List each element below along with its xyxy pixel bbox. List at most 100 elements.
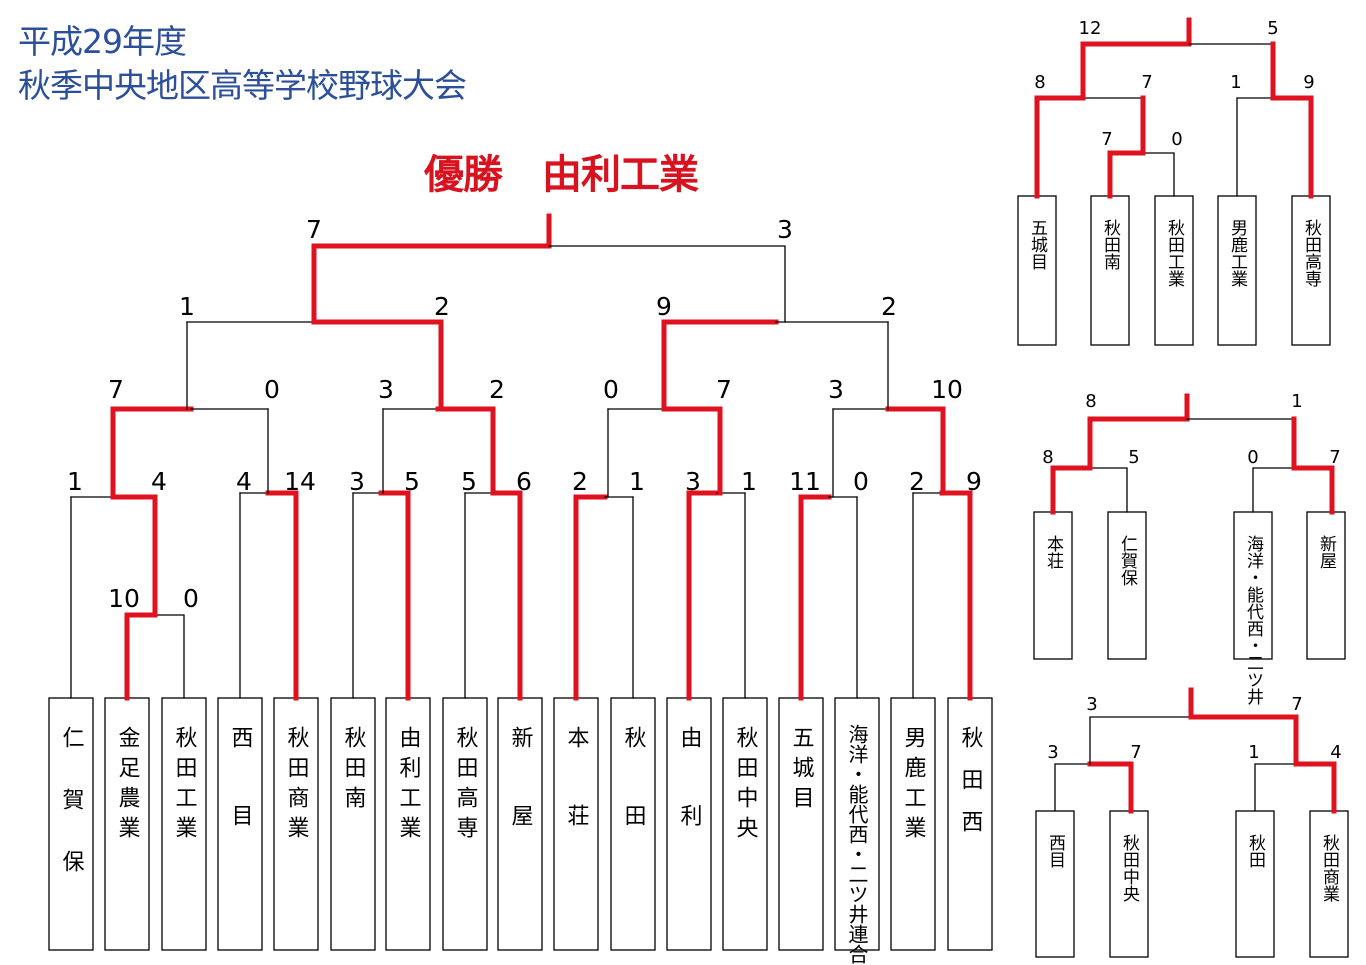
team-name: 五城目 — [1027, 219, 1048, 270]
score-label: 7 — [1329, 447, 1340, 468]
winner-line — [1188, 687, 1299, 767]
team-box — [610, 697, 656, 951]
team-name: 海洋・能代西・二ツ井 — [1243, 535, 1264, 705]
title-name: 秋季中央地区高等学校野球大会 — [18, 66, 467, 105]
team-name: 西目 — [228, 726, 253, 882]
bracket-line — [1186, 418, 1295, 469]
score-label: 4 — [1330, 742, 1341, 763]
bracket-line — [1082, 97, 1144, 154]
team-name: 由利 — [677, 726, 703, 882]
team-box — [1017, 195, 1057, 346]
team-box — [1306, 511, 1346, 660]
team-name: 秋田工業 — [1164, 219, 1185, 287]
team-box — [834, 697, 880, 951]
bracket-line — [1252, 467, 1295, 513]
score-label: 0 — [603, 375, 619, 404]
team-box — [385, 697, 431, 951]
team-box — [48, 697, 94, 951]
winner-line — [1107, 150, 1146, 199]
team-box — [1107, 511, 1147, 660]
score-label: 2 — [909, 467, 925, 496]
score-label: 9 — [656, 292, 672, 321]
score-label: 1 — [629, 467, 645, 496]
score-label: 5 — [404, 467, 420, 496]
team-box — [1109, 810, 1149, 958]
score-label: 4 — [236, 467, 252, 496]
team-name: 秋田工業 — [172, 726, 198, 846]
team-box — [442, 697, 488, 951]
team-name: 五城目 — [789, 726, 815, 816]
team-box — [722, 697, 768, 951]
team-box — [330, 697, 376, 951]
score-label: 9 — [966, 467, 982, 496]
winner-line — [1034, 95, 1086, 199]
score-label: 8 — [1085, 391, 1096, 412]
team-name: 秋田 — [621, 726, 647, 882]
score-label: 1 — [67, 467, 83, 496]
team-box — [890, 697, 936, 951]
score-label: 7 — [716, 375, 732, 404]
team-name: 秋田高専 — [1301, 219, 1322, 287]
score-label: 3 — [1047, 742, 1058, 763]
score-label: 2 — [572, 467, 588, 496]
score-label: 8 — [1042, 447, 1053, 468]
score-label: 7 — [1291, 694, 1302, 715]
score-label: 6 — [516, 467, 532, 496]
team-box — [947, 697, 993, 951]
score-label: 2 — [434, 292, 450, 321]
team-box — [1291, 195, 1331, 346]
score-label: 10 — [108, 584, 140, 613]
score-label: 8 — [1034, 72, 1045, 93]
team-name: 秋田南 — [1100, 219, 1121, 270]
team-box — [1309, 810, 1349, 958]
bracket-line — [1089, 716, 1192, 765]
winner-line — [124, 612, 158, 701]
champion-banner: 優勝由利工業 — [424, 142, 699, 200]
team-name: 秋田中央 — [733, 726, 759, 846]
score-label: 0 — [264, 375, 280, 404]
team-box — [666, 697, 712, 951]
winner-line — [1050, 465, 1093, 515]
team-name: 西目 — [1045, 834, 1065, 868]
team-box — [1235, 810, 1275, 958]
score-label: 1 — [741, 467, 757, 496]
team-name: 秋田南 — [341, 726, 367, 816]
team-box — [1035, 810, 1075, 958]
score-label: 3 — [349, 467, 365, 496]
bracket-line — [1142, 152, 1175, 197]
bracket-line — [548, 245, 786, 323]
score-label: 5 — [1267, 18, 1278, 39]
team-box — [273, 697, 319, 951]
bracket-line — [1089, 467, 1128, 513]
team-name: 仁賀保 — [1117, 535, 1138, 586]
winner-line — [1270, 95, 1314, 199]
score-label: 0 — [1171, 129, 1182, 150]
team-name: 秋田商業 — [1319, 834, 1340, 902]
winner-line — [311, 213, 552, 325]
score-label: 5 — [461, 467, 477, 496]
team-name: 秋田 — [1245, 834, 1266, 868]
tournament-title: 平成29年度 秋季中央地区高等学校野球大会 — [18, 20, 467, 108]
score-label: 3 — [685, 467, 701, 496]
team-name: 本荘 — [1043, 535, 1064, 569]
winner-line — [1087, 761, 1134, 814]
score-label: 2 — [881, 292, 897, 321]
score-label: 1 — [1230, 72, 1241, 93]
team-name: 本荘 — [564, 726, 590, 882]
team-box — [553, 697, 599, 951]
winner-line — [1080, 17, 1192, 101]
score-label: 0 — [1247, 447, 1258, 468]
score-label: 10 — [931, 375, 963, 404]
team-name: 金足農業 — [115, 726, 141, 846]
score-label: 0 — [853, 467, 869, 496]
team-name: 由利工業 — [396, 726, 422, 846]
score-label: 7 — [306, 215, 322, 244]
score-label: 11 — [789, 467, 821, 496]
winner-line — [1293, 761, 1337, 814]
bracket-line — [154, 614, 185, 699]
title-year: 平成29年度 — [18, 22, 187, 61]
team-name: 秋田商業 — [284, 726, 310, 846]
score-label: 1 — [1291, 391, 1302, 412]
bracket-line — [1254, 763, 1297, 812]
